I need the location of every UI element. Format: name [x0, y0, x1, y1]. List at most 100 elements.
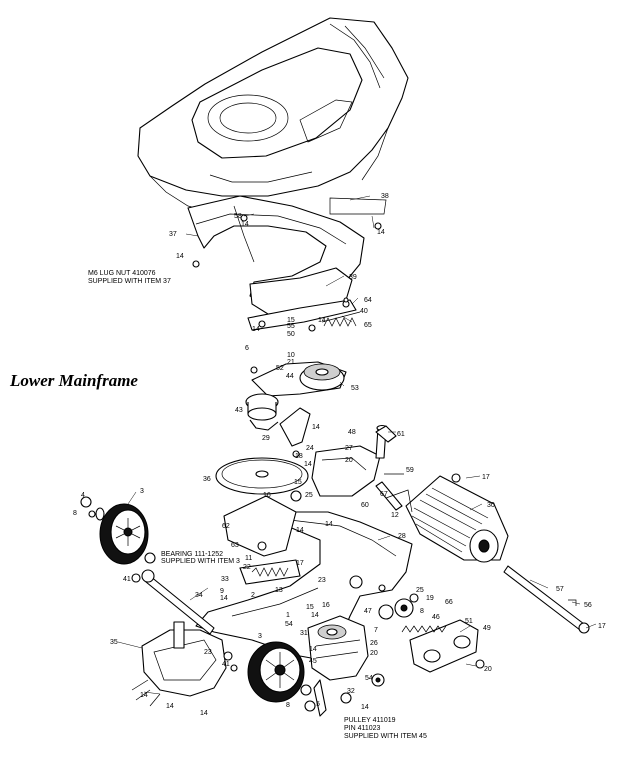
callout-11: 11: [245, 555, 252, 562]
callout-15: 15: [294, 479, 302, 486]
callout-14: 14: [200, 710, 208, 717]
callout-47: 47: [364, 608, 372, 615]
wheel-lower: [247, 641, 312, 703]
chain-drive: [371, 598, 479, 687]
callout-14: 14: [312, 424, 320, 431]
callout-14: 14: [176, 253, 184, 260]
callout-4: 4: [81, 492, 85, 499]
callout-14: 14: [311, 612, 319, 619]
callout-53: 53: [351, 385, 359, 392]
callout-61: 61: [397, 431, 405, 438]
handle-rods: [375, 425, 413, 513]
callout-67: 67: [380, 491, 388, 498]
blade-disc: [215, 457, 309, 495]
callout-37: 37: [169, 231, 177, 238]
callout-34: 34: [195, 592, 203, 599]
callout-14: 14: [241, 221, 249, 228]
leader-lines: [117, 195, 597, 695]
callout-50: 50: [287, 331, 295, 338]
callout-3: 3: [258, 633, 262, 640]
callout-17: 17: [296, 560, 304, 567]
callout-23: 23: [318, 577, 326, 584]
callout-29: 29: [262, 435, 270, 442]
callout-14: 14: [140, 692, 148, 699]
callout-41: 41: [123, 576, 131, 583]
callout-17: 17: [598, 623, 606, 630]
callout-51: 51: [465, 618, 473, 625]
callout-15: 15: [287, 317, 295, 324]
callout-16: 16: [263, 492, 271, 499]
callout-39: 39: [349, 274, 357, 281]
chute-baffle: [187, 195, 387, 315]
callout-14: 14: [325, 521, 333, 528]
bearing-note-line2: SUPPLIED WITH ITEM 3: [161, 558, 240, 565]
callout-25: 25: [305, 492, 313, 499]
callout-20: 20: [345, 457, 353, 464]
callout-16: 16: [322, 602, 330, 609]
callout-1: 1: [286, 612, 290, 619]
callout-66: 66: [445, 599, 453, 606]
callout-13: 13: [275, 587, 283, 594]
callout-54: 54: [365, 675, 373, 682]
callout-24: 24: [306, 445, 314, 452]
callout-31: 31: [300, 630, 308, 637]
callout-10: 10: [287, 352, 295, 359]
callout-58: 58: [234, 213, 242, 220]
callout-65: 65: [364, 322, 372, 329]
callout-14: 14: [252, 326, 260, 333]
callout-57: 57: [556, 586, 564, 593]
callout-8: 8: [420, 608, 424, 615]
callout-49: 49: [483, 625, 491, 632]
callout-5: 5: [316, 701, 320, 708]
callout-63: 63: [231, 542, 239, 549]
height-adjust-assembly: [131, 621, 227, 707]
callout-14: 14: [166, 703, 174, 710]
callout-62: 62: [222, 523, 230, 530]
callout-14: 14: [304, 461, 312, 468]
callout-25: 25: [416, 587, 424, 594]
callout-18: 18: [295, 453, 303, 460]
callout-20: 20: [370, 650, 378, 657]
callout-23: 23: [204, 649, 212, 656]
callout-48: 48: [348, 429, 356, 436]
callout-19: 19: [426, 595, 434, 602]
pulley-note-line3: SUPPLIED WITH ITEM 45: [344, 733, 427, 740]
callout-21: 21: [287, 359, 295, 366]
callout-26: 26: [370, 640, 378, 647]
roller-axle: [503, 565, 590, 634]
callout-labels: 38 58 14 37 14 14 39 64 40 15 14 55 65 1…: [73, 193, 606, 717]
callout-8: 8: [286, 702, 290, 709]
callout-15: 15: [306, 604, 314, 611]
callout-54: 54: [285, 621, 293, 628]
lug-nut-note-line2: SUPPLIED WITH ITEM 37: [88, 278, 171, 285]
callout-44: 44: [286, 373, 294, 380]
callout-33: 33: [221, 576, 229, 583]
callout-32: 32: [347, 688, 355, 695]
callout-36: 36: [203, 476, 211, 483]
callout-14: 14: [296, 527, 304, 534]
callout-20: 20: [484, 666, 492, 673]
callout-9: 9: [220, 588, 224, 595]
bearing-note-line1: BEARING 111-1252: [161, 551, 223, 558]
callout-2: 2: [251, 592, 255, 599]
gearbox: [307, 615, 369, 717]
height-plate: [247, 299, 361, 331]
main-frame: [195, 495, 413, 661]
callout-56: 56: [584, 602, 592, 609]
callout-55: 55: [287, 323, 295, 330]
pulley-note-line2: PIN 411023: [344, 725, 381, 732]
callout-46: 46: [432, 614, 440, 621]
callout-38: 38: [381, 193, 389, 200]
callout-14: 14: [377, 229, 385, 236]
callout-64: 64: [364, 297, 372, 304]
callout-27: 27: [345, 445, 353, 452]
callout-60: 60: [361, 502, 369, 509]
wheel-upper: [95, 503, 149, 565]
callout-3: 3: [140, 488, 144, 495]
callout-22: 22: [243, 564, 251, 571]
callout-43: 43: [235, 407, 243, 414]
callout-17: 17: [482, 474, 490, 481]
callout-40: 40: [360, 308, 368, 315]
lug-nut-note-line1: M6 LUG NUT 410076: [88, 270, 156, 277]
